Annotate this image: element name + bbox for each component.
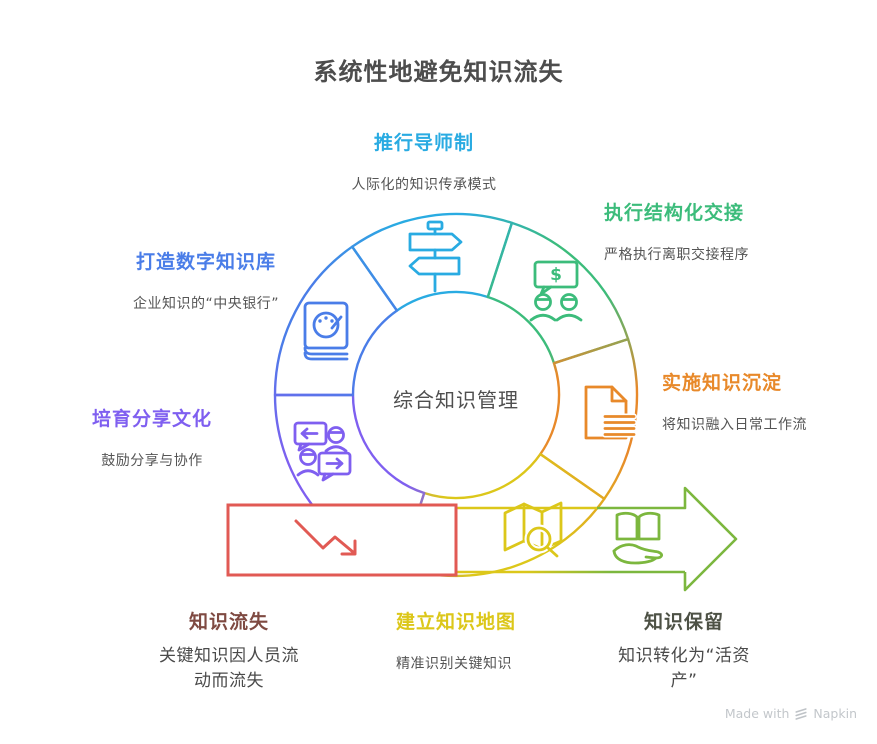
people-dollar-icon: $ (529, 260, 583, 322)
flow-title: 知识流失 (188, 611, 269, 633)
segment-subtitle: 精准识别关键知识 (396, 656, 512, 672)
segment-label-mentorship: 推行导师制 人际化的知识传承模式 (274, 128, 574, 194)
segment-subtitle: 人际化的知识传承模式 (351, 177, 497, 193)
segment-icons: $ (293, 220, 663, 565)
segment-title: 打造数字知识库 (135, 251, 276, 273)
segment-title: 实施知识沉淀 (662, 372, 783, 394)
segment-subtitle: 企业知识的“中央银行” (132, 296, 279, 312)
segment-title: 建立知识地图 (396, 611, 517, 633)
flow-label-knowledge-loss: 知识流失 关键知识因人员流动而流失 (79, 607, 379, 693)
flow-label-knowledge-retention: 知识保留 知识转化为“活资产” (534, 607, 834, 693)
decline-arrow-icon (294, 519, 357, 556)
loss-box-rect (226, 503, 458, 577)
made-with-text: Made with (724, 706, 790, 721)
ring-center-label: 综合知识管理 (393, 388, 519, 412)
arrow-head (597, 486, 738, 592)
brand-text: Napkin (813, 706, 857, 721)
map-search-icon (503, 501, 563, 558)
flow-description-text: 关键知识因人员流动而流失 (159, 646, 299, 691)
document-icon (584, 385, 637, 440)
book-hand-icon (612, 511, 663, 565)
segment-label-sharing-culture: 培育分享文化 鼓励分享与协作 (2, 404, 302, 470)
made-with-napkin: Made with Napkin (725, 706, 857, 721)
knowledge-loss-box (226, 503, 458, 577)
dollar-glyph: $ (550, 265, 562, 285)
segment-title: 推行导师制 (373, 132, 474, 154)
segment-title: 执行结构化交接 (604, 202, 745, 224)
flow-title: 知识保留 (643, 611, 724, 633)
segment-label-handover: 执行结构化交接 严格执行离职交接程序 (604, 198, 864, 264)
chat-people-icon (293, 421, 352, 482)
flow-arrow (456, 486, 738, 592)
page-title: 系统性地避免知识流失 (313, 58, 564, 86)
segment-subtitle: 鼓励分享与协作 (101, 453, 203, 469)
segment-label-knowledge-map: 建立知识地图 精准识别关键知识 (396, 607, 656, 673)
flow-description: 知识转化为“活资产” (534, 644, 834, 693)
ring-segment-5 (273, 245, 399, 397)
flow-description-text: 知识转化为“活资产” (618, 646, 750, 691)
signpost-icon (408, 220, 463, 293)
flow-description: 关键知识因人员流动而流失 (79, 644, 379, 693)
segment-label-digital-repository: 打造数字知识库 企业知识的“中央银行” (56, 247, 356, 313)
napkin-logo-icon (795, 707, 808, 720)
segment-subtitle: 将知识融入日常工作流 (662, 417, 807, 433)
segment-subtitle: 严格执行离职交接程序 (604, 247, 749, 263)
segment-label-deposit: 实施知识沉淀 将知识融入日常工作流 (662, 368, 877, 434)
segment-title: 培育分享文化 (91, 408, 212, 430)
book-palette-icon (303, 301, 349, 361)
